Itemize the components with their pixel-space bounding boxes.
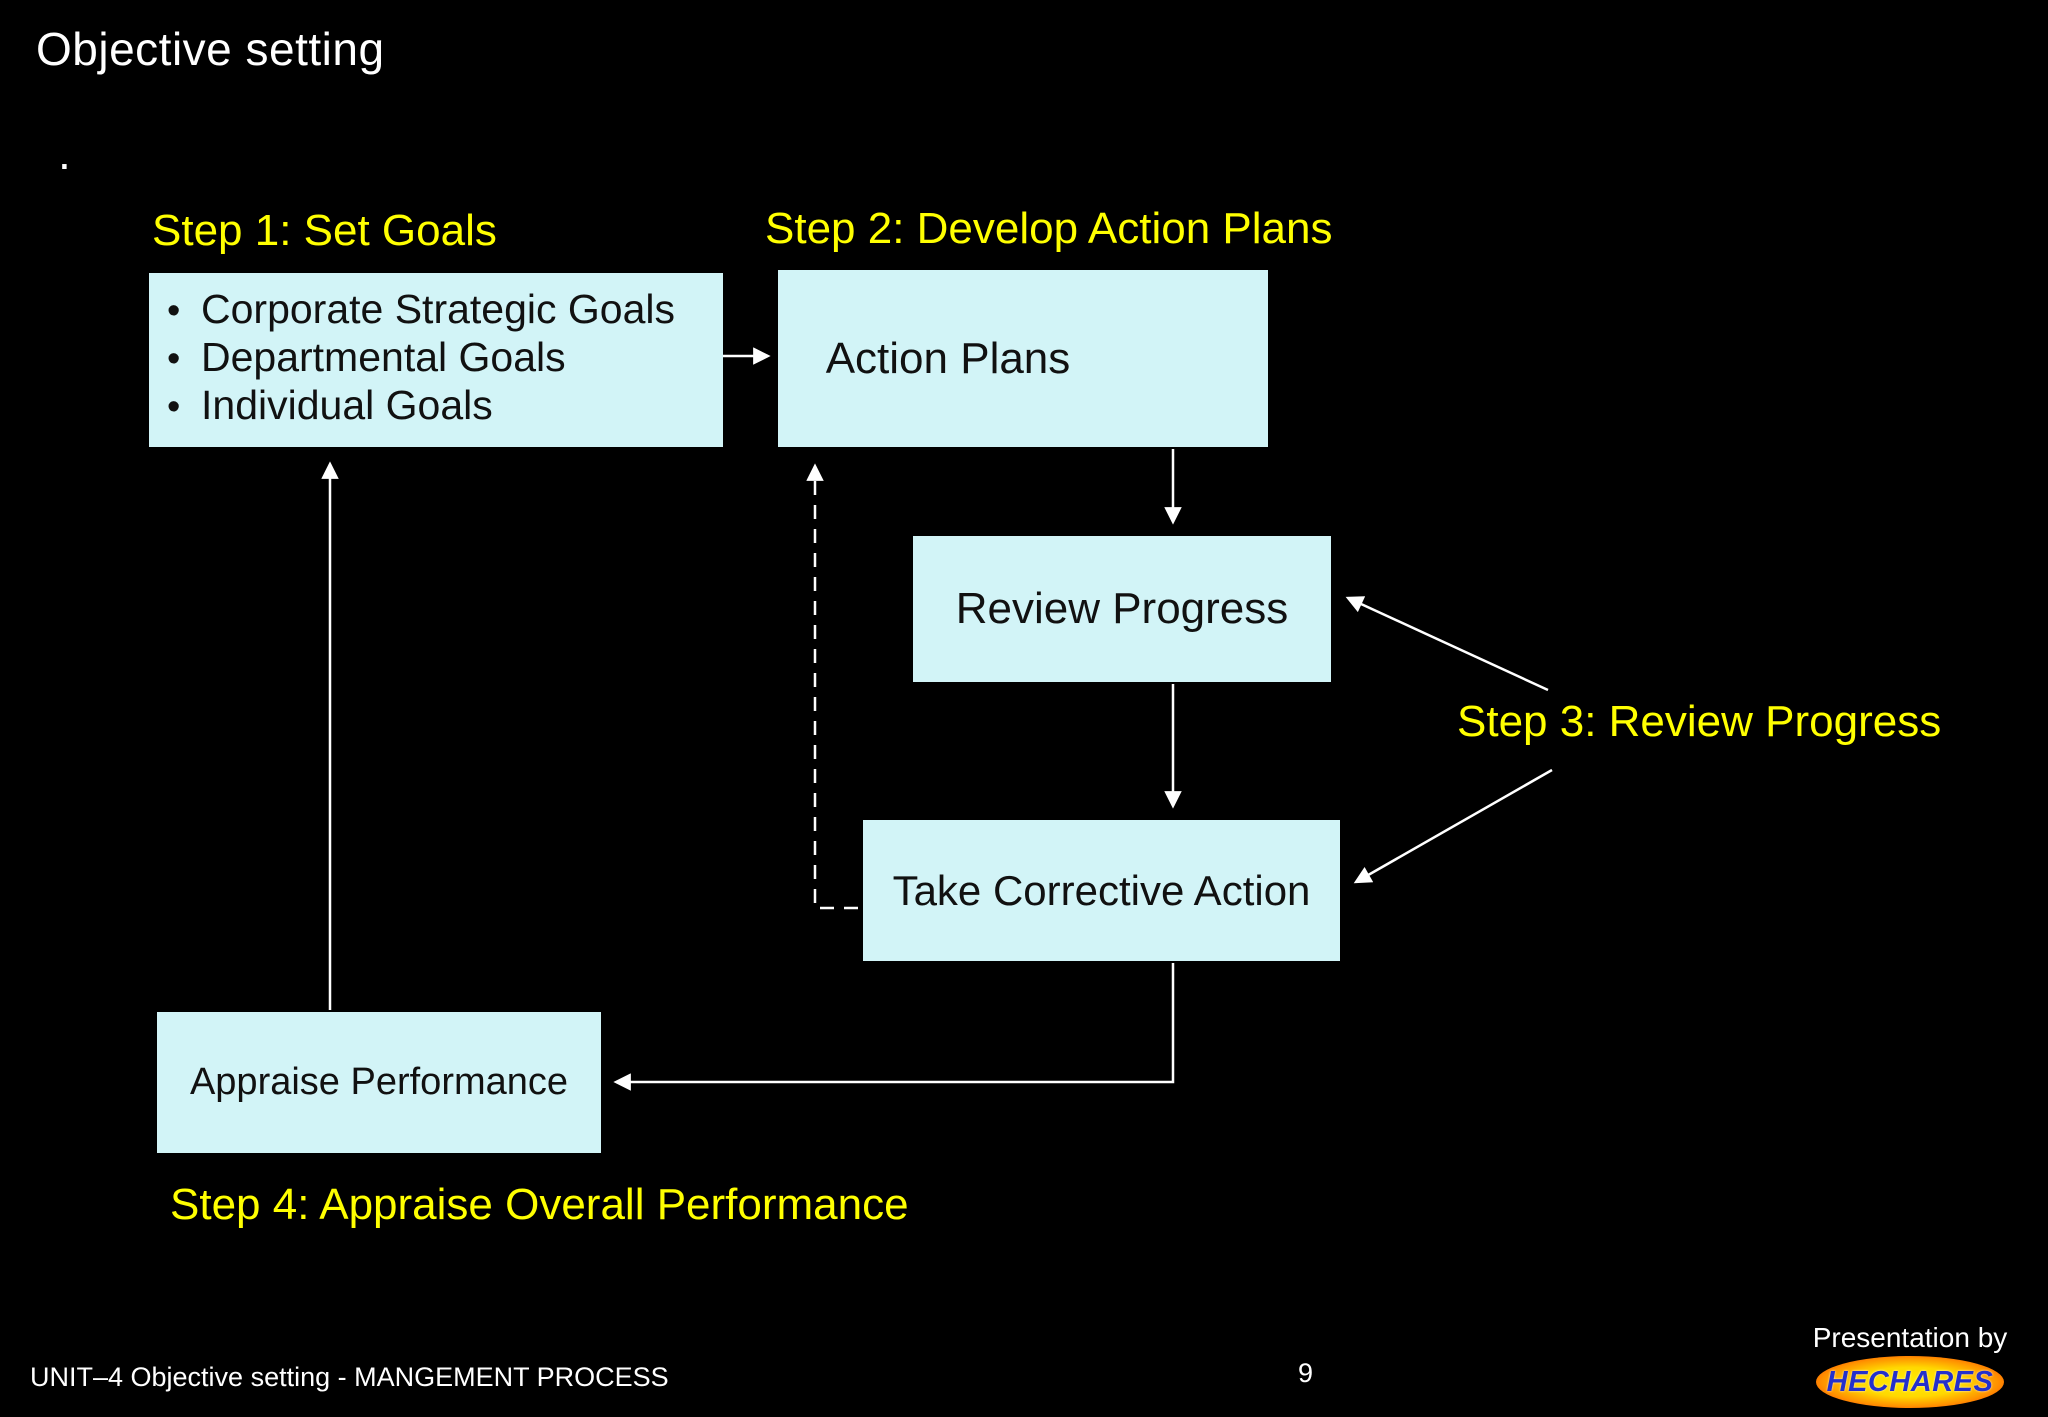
- bullet-icon: •: [167, 338, 181, 380]
- step1-label: Step 1: Set Goals: [152, 206, 497, 255]
- step2-label: Step 2: Develop Action Plans: [765, 204, 1333, 253]
- bullet-icon: •: [167, 290, 181, 332]
- brand-logo: HECHARES: [1816, 1356, 2004, 1408]
- appraise-performance-label: Appraise Performance: [189, 1061, 569, 1103]
- page-number: 9: [1298, 1358, 1314, 1388]
- goal-item: • Departmental Goals: [167, 333, 723, 381]
- step3-label: Step 3: Review Progress: [1457, 697, 1942, 746]
- presented-by-text: Presentation by: [1812, 1322, 2008, 1353]
- branding-block: Presentation by HECHARES: [1810, 1322, 2010, 1408]
- footer-text: UNIT–4 Objective setting - MANGEMENT PRO…: [30, 1362, 669, 1392]
- connector-step3-to-corrective: [1353, 768, 1553, 884]
- goal-item-label: Individual Goals: [201, 382, 493, 428]
- set-goals-box: • Corporate Strategic Goals • Department…: [149, 273, 723, 447]
- goal-item-label: Corporate Strategic Goals: [201, 286, 676, 332]
- stray-dot: .: [58, 127, 71, 179]
- take-corrective-action-label: Take Corrective Action: [892, 866, 1311, 914]
- step4-label: Step 4: Appraise Overall Performance: [170, 1180, 909, 1229]
- action-plans-box: Action Plans: [778, 270, 1268, 447]
- review-progress-box: Review Progress: [913, 536, 1331, 682]
- connector-corrective-to-action-plans-dashed: [806, 463, 858, 910]
- action-plans-label: Action Plans: [825, 333, 1071, 383]
- slide-title: Objective setting: [36, 23, 385, 75]
- take-corrective-action-box: Take Corrective Action: [863, 820, 1340, 961]
- connector-corrective-to-appraise: [613, 963, 1175, 1091]
- bullet-icon: •: [167, 386, 181, 428]
- appraise-performance-box: Appraise Performance: [157, 1012, 601, 1153]
- goal-item: • Individual Goals: [167, 381, 723, 429]
- goal-item-label: Departmental Goals: [201, 334, 566, 380]
- goal-item: • Corporate Strategic Goals: [167, 285, 723, 333]
- review-progress-label: Review Progress: [955, 584, 1289, 633]
- connector-step3-to-review: [1345, 596, 1549, 692]
- brand-name: HECHARES: [1826, 1365, 1994, 1398]
